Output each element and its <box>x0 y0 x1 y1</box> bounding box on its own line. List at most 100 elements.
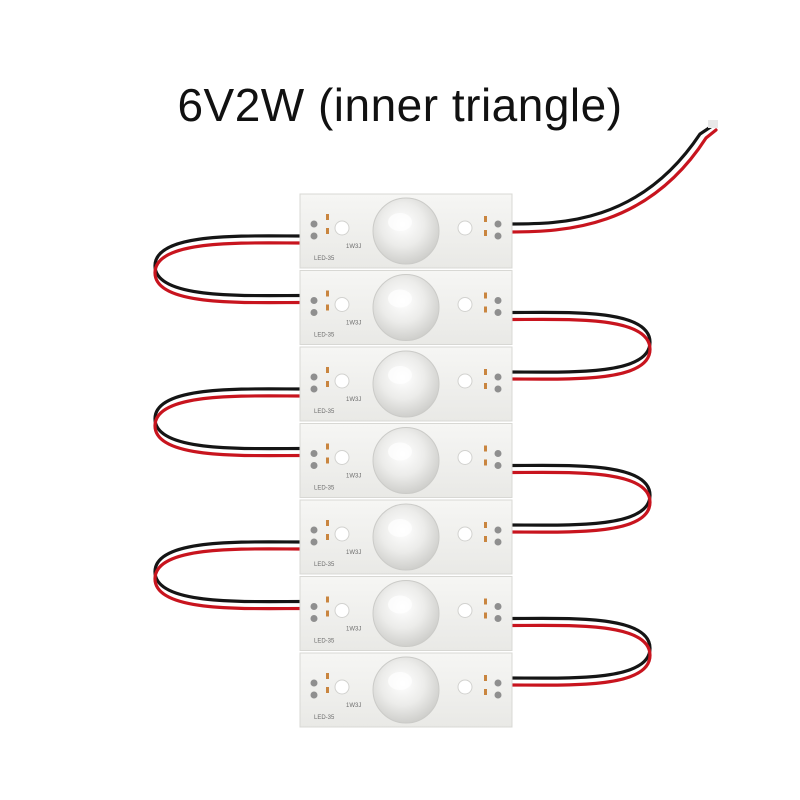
solder-pad <box>494 526 502 534</box>
module-label: LED-35 <box>314 639 335 645</box>
solder-pad <box>310 691 318 699</box>
mount-hole <box>334 373 350 389</box>
solder-pad <box>494 385 502 393</box>
solder-pad <box>494 462 502 469</box>
solder-pad <box>310 385 318 393</box>
lens-highlight <box>388 289 412 308</box>
loop-wire-red <box>153 547 306 611</box>
mount-hole <box>457 297 473 312</box>
component-mark <box>326 457 329 464</box>
led-lens <box>372 656 440 724</box>
component-mark <box>326 367 329 373</box>
solder-pad <box>310 538 318 546</box>
component-mark <box>484 292 487 299</box>
solder-pad <box>494 679 502 687</box>
solder-pad <box>310 462 318 469</box>
component-mark <box>326 534 329 540</box>
solder-pad <box>310 603 318 610</box>
solder-pad <box>310 450 318 457</box>
lens-highlight <box>388 366 412 384</box>
mount-hole <box>457 450 473 465</box>
led-lens <box>372 274 440 341</box>
solder-pad <box>310 615 318 622</box>
module-label: LED-35 <box>314 562 335 568</box>
led-lens <box>372 503 440 571</box>
module-code: 1W3J <box>346 244 361 250</box>
led-module: LED-35 1W3J <box>299 576 513 651</box>
component-mark <box>326 443 329 450</box>
component-mark <box>326 290 329 297</box>
component-mark <box>484 459 487 466</box>
mount-hole <box>457 526 473 542</box>
lens-highlight <box>388 213 412 231</box>
solder-pad <box>494 615 502 622</box>
connector-tip <box>708 120 718 128</box>
module-code: 1W3J <box>346 474 361 480</box>
loop-wire-red <box>506 623 652 687</box>
solder-pad <box>494 220 502 228</box>
mount-hole <box>334 679 350 695</box>
module-label: LED-35 <box>314 486 335 492</box>
solder-pad <box>310 526 318 534</box>
mount-hole <box>457 603 473 618</box>
solder-pad <box>494 232 502 240</box>
product-title: 6V2W (inner triangle) <box>177 79 623 131</box>
solder-pad <box>310 679 318 687</box>
component-mark <box>484 598 487 605</box>
module-code: 1W3J <box>346 321 361 327</box>
component-mark <box>484 522 487 528</box>
mount-hole <box>334 450 350 465</box>
solder-pad <box>310 309 318 316</box>
module-code: 1W3J <box>346 397 361 403</box>
solder-pad <box>494 450 502 457</box>
component-mark <box>326 381 329 387</box>
component-mark <box>484 675 487 681</box>
component-mark <box>326 214 329 220</box>
solder-pad <box>310 232 318 240</box>
module-label: LED-35 <box>314 409 335 415</box>
led-lens <box>372 350 440 418</box>
solder-pad <box>310 297 318 304</box>
component-mark <box>326 596 329 603</box>
solder-pad <box>310 220 318 228</box>
mount-hole <box>334 220 350 236</box>
led-module: LED-35 1W3J <box>299 652 513 728</box>
component-mark <box>484 689 487 695</box>
lens-highlight <box>388 519 412 537</box>
component-mark <box>484 612 487 619</box>
module-code: 1W3J <box>346 627 361 633</box>
component-mark <box>326 304 329 311</box>
component-mark <box>326 228 329 234</box>
solder-pad <box>494 603 502 610</box>
module-label: LED-35 <box>314 715 335 721</box>
component-mark <box>484 369 487 375</box>
component-mark <box>484 445 487 452</box>
solder-pad <box>494 538 502 546</box>
component-mark <box>484 306 487 313</box>
component-mark <box>326 610 329 617</box>
solder-pad <box>494 309 502 316</box>
mount-hole <box>457 373 473 389</box>
loop-wire-red <box>153 394 306 458</box>
led-module: LED-35 1W3J <box>299 423 513 498</box>
solder-pad <box>494 691 502 699</box>
led-lens <box>372 580 440 647</box>
lens-highlight <box>388 442 412 461</box>
component-mark <box>484 536 487 542</box>
mount-hole <box>457 220 473 236</box>
module-layer: LED-35 1W3J LED-35 1W3J LED-35 1W3J LED-35 1W3J… <box>299 193 513 728</box>
component-mark <box>484 383 487 389</box>
mount-hole <box>334 603 350 618</box>
solder-pad <box>494 297 502 304</box>
component-mark <box>484 230 487 236</box>
component-mark <box>326 687 329 693</box>
loop-wire-red <box>506 470 652 534</box>
module-code: 1W3J <box>346 703 361 709</box>
component-mark <box>326 520 329 526</box>
component-mark <box>326 673 329 679</box>
loop-wire-red <box>506 317 652 381</box>
input-wire-black <box>508 124 714 226</box>
